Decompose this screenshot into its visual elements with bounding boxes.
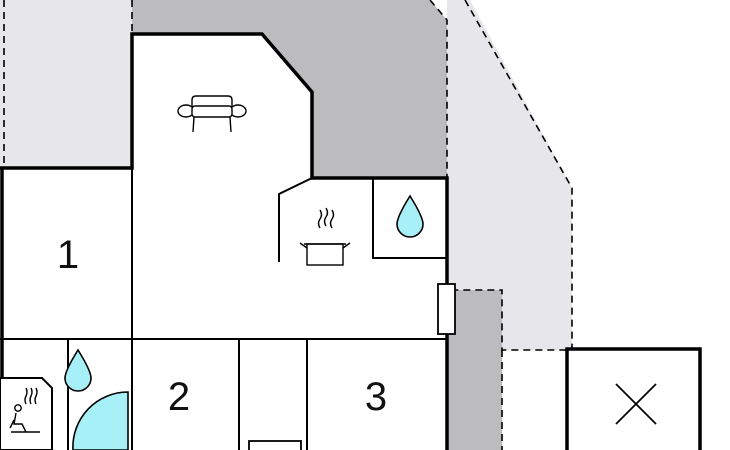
storage-room [565, 347, 702, 450]
room-label-1: 1 [57, 233, 79, 277]
cooking-pot-icon [299, 207, 351, 266]
sofa-icon [177, 95, 247, 133]
x-mark-icon [615, 383, 657, 425]
water-drop-icon [396, 194, 424, 238]
room-label-2: 2 [168, 375, 190, 419]
interior [0, 34, 447, 450]
covered-area-top [132, 0, 447, 178]
terrace-area-left [0, 0, 132, 168]
sauna-icon [9, 387, 40, 433]
water-drop-icon [64, 348, 92, 392]
interior-walls [0, 168, 447, 450]
fixture [248, 440, 302, 450]
covered-area-strip [447, 290, 502, 450]
window [437, 283, 456, 335]
terrace-outline [3, 0, 573, 450]
room-label-3: 3 [365, 375, 387, 419]
shower-icon [72, 391, 129, 450]
terrace-area-right [430, 0, 572, 350]
